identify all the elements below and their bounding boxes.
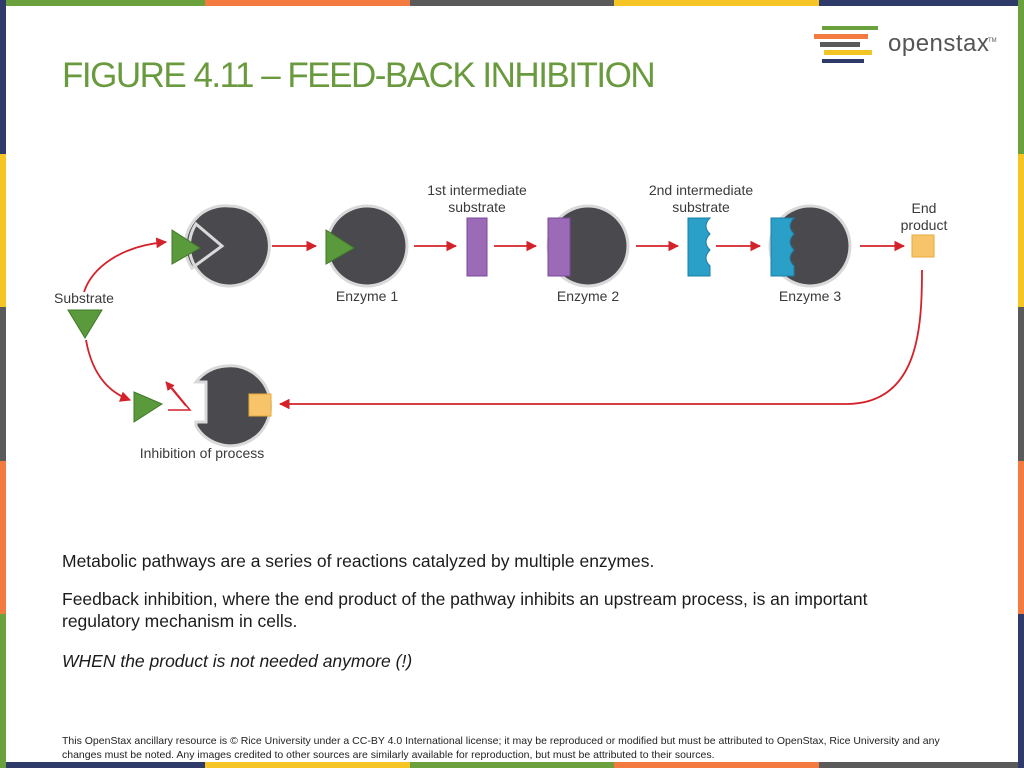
inhibited-enzyme-icon — [193, 364, 272, 448]
feedback-inhibition-diagram: Substrate Enzyme 1 Enzyme 2 Enzyme 3 1st… — [54, 182, 948, 461]
label-end-product-line1: End — [912, 200, 937, 216]
substrate-triangle-icon — [171, 229, 201, 265]
right-border — [1018, 0, 1024, 768]
arrow-substrate-down — [85, 339, 132, 402]
inhibitor-product-icon — [248, 393, 272, 417]
label-substrate: Substrate — [54, 290, 114, 306]
license-footer: This OpenStax ancillary resource is © Ri… — [62, 735, 940, 761]
inhibition-mark — [168, 387, 192, 411]
label-enzyme3: Enzyme 3 — [779, 288, 841, 304]
paragraph-feedback-inhibition: Feedback inhibition, where the end produ… — [62, 589, 868, 631]
label-inhibition: Inhibition of process — [140, 445, 265, 461]
pathway-arrows — [83, 237, 923, 411]
intermediate1-icon — [466, 217, 488, 277]
enzyme3-intermediate-icon — [770, 217, 796, 277]
logo-wordmark: openstax — [888, 30, 990, 57]
label-intermediate1-line2: substrate — [448, 199, 506, 215]
feedback-arrow — [278, 269, 923, 410]
enzyme2-intermediate-icon — [547, 217, 571, 277]
label-enzyme1: Enzyme 1 — [336, 288, 398, 304]
inhibition-arrow — [165, 381, 187, 407]
label-enzyme2: Enzyme 2 — [557, 288, 619, 304]
end-product-icon — [911, 234, 935, 258]
label-intermediate2-line2: substrate — [672, 199, 730, 215]
label-intermediate1-line1: 1st intermediate — [427, 182, 527, 198]
bottom-border — [0, 762, 1024, 768]
logo-trademark: TM — [988, 38, 997, 44]
substrate-icon — [67, 309, 103, 339]
top-border — [0, 0, 1024, 6]
openstax-logo-icon — [814, 26, 878, 63]
slide-title: FIGURE 4.11 – FEED-BACK INHIBITION — [62, 56, 656, 95]
intermediate2-icon — [687, 217, 712, 277]
label-intermediate2-line1: 2nd intermediate — [649, 182, 754, 198]
arrow-substrate-up — [83, 237, 168, 293]
paragraph-metabolic-pathways: Metabolic pathways are a series of react… — [62, 551, 655, 571]
enzyme1-substrate-icon — [325, 229, 355, 265]
label-end-product-line2: product — [901, 217, 948, 233]
free-enzyme-icon — [183, 204, 271, 288]
paragraph-when-not-needed: WHEN the product is not needed anymore (… — [62, 651, 413, 671]
left-border — [0, 0, 6, 768]
blocked-substrate-icon — [133, 391, 164, 423]
